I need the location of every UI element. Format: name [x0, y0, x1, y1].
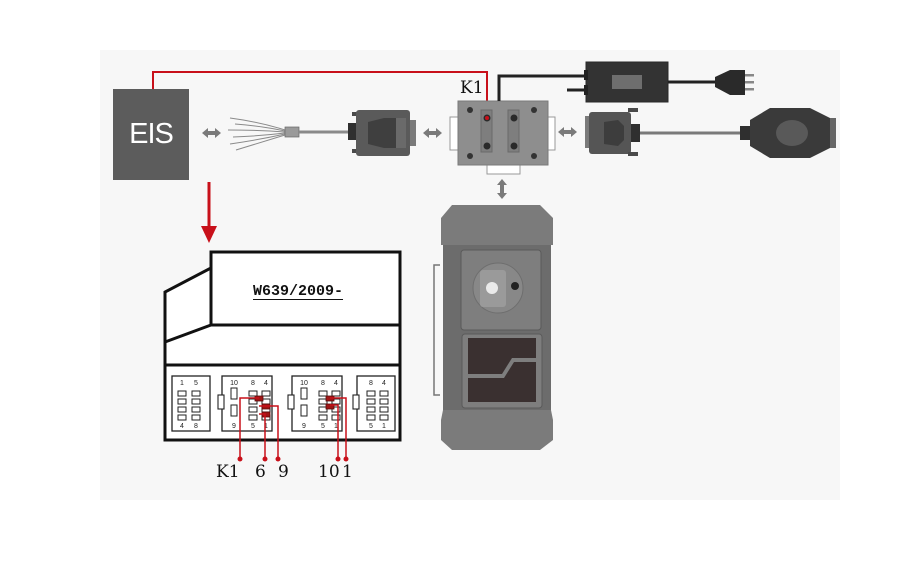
- connector-pin: [248, 406, 258, 413]
- connector-c4: 8 4 5 1: [352, 375, 396, 432]
- pin-number: 8: [369, 380, 373, 387]
- pin-wires: [239, 397, 347, 458]
- connector-pin: [248, 414, 258, 421]
- bidirectional-arrow-icon: [423, 128, 442, 138]
- eis-to-k1-red-wire: [152, 71, 488, 117]
- connector-pin: [331, 390, 341, 397]
- pin-number: 1: [264, 423, 268, 430]
- pin-label-1: 1: [342, 462, 353, 482]
- connector-pin: [379, 406, 389, 413]
- pin-number: 1: [334, 423, 338, 430]
- connector-pin-large: [230, 387, 238, 400]
- bidirectional-arrow-icon: [558, 127, 577, 137]
- pin-number: 8: [194, 423, 198, 430]
- connector-pin: [331, 398, 341, 405]
- pin-number: 9: [232, 423, 236, 430]
- connector-pin: [248, 398, 258, 405]
- k1-adapter-box: [449, 100, 556, 175]
- connector-tab: [352, 394, 360, 410]
- connector-pin: [177, 398, 187, 405]
- pin-label-6: 6: [255, 462, 266, 482]
- pin-number: 5: [321, 423, 325, 430]
- connector-tab: [287, 394, 295, 410]
- connector-pin: [191, 390, 201, 397]
- connector-pin: [248, 390, 258, 397]
- connector-pin-large: [300, 387, 308, 400]
- connector-tab: [217, 394, 225, 410]
- k1-label: K1: [460, 78, 484, 98]
- connector-pin: [379, 414, 389, 421]
- red-down-arrow: [201, 182, 217, 243]
- pin-number: 1: [382, 423, 386, 430]
- connector-pin: [191, 414, 201, 421]
- connector-pin: [318, 390, 328, 397]
- pin-number: 8: [321, 380, 325, 387]
- cable-sleeve: [284, 126, 300, 138]
- connector-pin: [331, 406, 341, 413]
- pin-wire-ends: [237, 456, 349, 462]
- pin-number: 4: [382, 380, 386, 387]
- connector-pin: [366, 414, 376, 421]
- connector-housing: [356, 375, 396, 432]
- vehicle-model-label: W639/2009-: [253, 283, 344, 300]
- connector-pin: [379, 390, 389, 397]
- pin-label-10: 10: [318, 462, 340, 482]
- connector-pin: [177, 414, 187, 421]
- connector-pin: [366, 406, 376, 413]
- connector-pin: [261, 390, 271, 397]
- obd-cable-icon: [585, 108, 836, 158]
- pin-number: 1: [180, 380, 184, 387]
- pin-number: 10: [230, 380, 238, 387]
- pin-label-k1: K1: [216, 462, 240, 482]
- pin-number: 4: [180, 423, 184, 430]
- connector-pin: [366, 398, 376, 405]
- pin-number: 5: [194, 380, 198, 387]
- pin-number: 8: [251, 380, 255, 387]
- connector-c3: 10 8 4 9 5 1: [287, 375, 343, 432]
- main-unit-device-icon: [433, 205, 553, 450]
- pin-number: 9: [302, 423, 306, 430]
- power-cable: [497, 74, 586, 101]
- pin-number: 4: [264, 380, 268, 387]
- connector-pin: [177, 406, 187, 413]
- flying-lead-cable: [227, 117, 286, 151]
- connector-pin: [318, 414, 328, 421]
- bidirectional-arrow-icon: [202, 128, 221, 138]
- pin-number: 5: [251, 423, 255, 430]
- connector-pin: [177, 390, 187, 397]
- pin-label-9: 9: [278, 462, 289, 482]
- highlighted-pin: [325, 403, 335, 410]
- connector-pin: [318, 406, 328, 413]
- connector-pin: [379, 398, 389, 405]
- pin-number: 5: [369, 423, 373, 430]
- connector-pin: [331, 414, 341, 421]
- connector-pin-large: [230, 404, 238, 417]
- connector-c2: 10 8 4 9 5 1: [217, 375, 273, 432]
- connector-pin: [318, 398, 328, 405]
- pin-number: 4: [334, 380, 338, 387]
- connector-pin: [191, 406, 201, 413]
- db15-connector-icon: [352, 110, 416, 156]
- vertical-bidirectional-arrow-icon: [497, 179, 507, 199]
- power-adapter-icon: [584, 61, 754, 103]
- k1-red-wire-end: [485, 116, 489, 120]
- connector-pin-large: [300, 404, 308, 417]
- eis-label: EIS: [129, 118, 174, 150]
- connector-pin: [366, 390, 376, 397]
- eis-module: EIS: [113, 89, 189, 180]
- cable-strain-relief: [348, 123, 356, 140]
- pin-number: 10: [300, 380, 308, 387]
- connector-pin: [191, 398, 201, 405]
